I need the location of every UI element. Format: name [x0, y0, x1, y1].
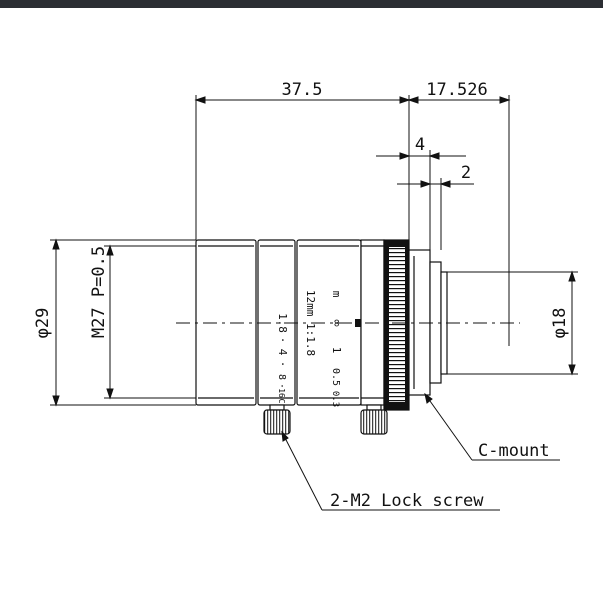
aperture-scale-16: 16 — [277, 388, 286, 398]
dimension-flange-2 — [397, 178, 474, 250]
lens-body — [195, 239, 448, 411]
dimension-back-length-label: 17.526 — [426, 80, 487, 100]
aperture-scale-c: C — [277, 399, 286, 404]
aperture-scale-4: 4 — [276, 349, 289, 356]
lock-screw-left — [263, 404, 291, 435]
lock-screw-right — [360, 404, 388, 435]
focus-unit-marking: m — [330, 291, 343, 298]
leader-lock-screw — [281, 430, 500, 511]
focus-scale-1: 1 — [330, 347, 343, 354]
aperture-scale-1-8: 1.8 — [276, 313, 289, 333]
label-c-mount: C-mount — [478, 441, 550, 461]
aperture-dot-3: · — [276, 383, 287, 389]
leader-c-mount — [424, 392, 560, 461]
focus-scale-0-3: 0.3 — [330, 391, 340, 407]
dimension-outer-diameter — [50, 238, 196, 407]
dimension-outer-diameter-label: φ29 — [33, 308, 53, 339]
dimension-filter-thread-label: M27 P=0.5 — [89, 246, 109, 338]
dimension-overall-length-label: 37.5 — [282, 80, 323, 100]
focal-ratio-marking: 12mm 1:1.8 — [304, 290, 317, 356]
aperture-dot-1: · — [276, 337, 289, 344]
index-mark — [355, 319, 361, 327]
dimension-overall-length — [194, 95, 411, 240]
dimension-mount-diameter — [445, 270, 578, 376]
dimension-back-length — [407, 95, 511, 300]
aperture-dot-2: · — [276, 361, 289, 368]
dimension-flange-4 — [376, 150, 466, 250]
dimension-filter-thread — [104, 244, 196, 400]
focus-scale-infinity: ∞ — [330, 319, 344, 326]
focus-scale-0-5: 0.5 — [330, 368, 341, 386]
dimension-flange-4-label: 4 — [415, 135, 425, 155]
window-top-bar — [0, 0, 603, 8]
aperture-scale-8: 8 — [276, 374, 287, 380]
label-lock-screw: 2-M2 Lock screw — [330, 491, 484, 511]
dimension-flange-2-label: 2 — [461, 163, 471, 183]
dimension-mount-diameter-label: φ18 — [550, 308, 570, 339]
